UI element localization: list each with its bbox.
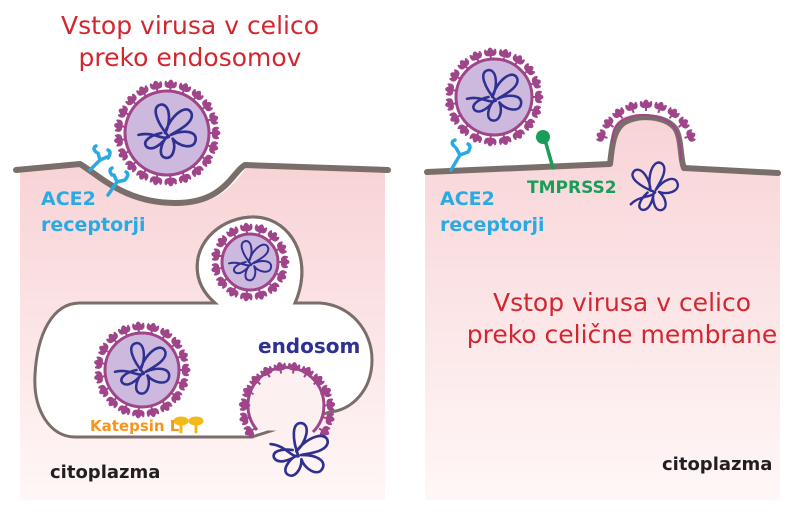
- tmprss2-label: TMPRSS2: [527, 178, 617, 198]
- right-ace2-line2: receptorji: [440, 214, 545, 236]
- virus-particle: [210, 222, 290, 302]
- spike-protein-icon: [624, 100, 640, 116]
- right-title-line1: Vstop virusa v celico: [493, 288, 751, 317]
- virus-particle: [444, 47, 544, 147]
- left-title: Vstop virusa v celico preko endosomov: [40, 10, 340, 74]
- virus-particle: [113, 79, 221, 187]
- endosome-label: endosom: [258, 334, 361, 358]
- left-ace2-line2: receptorji: [41, 214, 146, 236]
- tmprss2-icon: [536, 130, 555, 170]
- left-ace2-label: ACE2 receptorji: [41, 186, 146, 238]
- ace2-receptor-icon: [88, 144, 130, 197]
- right-panel: [424, 47, 781, 500]
- endosome-vesicle-rim: [195, 215, 304, 305]
- right-ace2-label: ACE2 receptorji: [440, 186, 545, 238]
- right-title-line2: preko celične membrane: [466, 320, 778, 349]
- spike-protein-icon: [208, 126, 221, 140]
- right-ace2-line1: ACE2: [440, 188, 495, 210]
- katepsin-l-icon: [173, 416, 204, 434]
- right-title: Vstop virusa v celico preko celične memb…: [462, 287, 782, 351]
- katepsin-label: Katepsin L: [90, 417, 180, 435]
- left-title-line2: preko endosomov: [78, 43, 302, 72]
- right-cytoplasm-label: citoplazma: [662, 454, 773, 475]
- spike-protein-icon: [681, 128, 698, 144]
- ace2-receptor-icon: [449, 138, 472, 172]
- left-panel: [13, 79, 391, 500]
- spike-protein-icon: [639, 99, 653, 112]
- spike-protein-icon: [531, 90, 544, 104]
- virus-particle: [93, 321, 191, 419]
- left-title-line1: Vstop virusa v celico: [61, 11, 319, 40]
- left-plasma-membrane: [13, 161, 391, 206]
- spike-protein-icon: [594, 128, 611, 144]
- left-ace2-line1: ACE2: [41, 188, 96, 210]
- fusing-virus: [238, 361, 336, 440]
- left-cytoplasm-label: citoplazma: [50, 462, 161, 483]
- spike-protein-icon: [652, 100, 668, 116]
- right-cytoplasm: [425, 113, 780, 500]
